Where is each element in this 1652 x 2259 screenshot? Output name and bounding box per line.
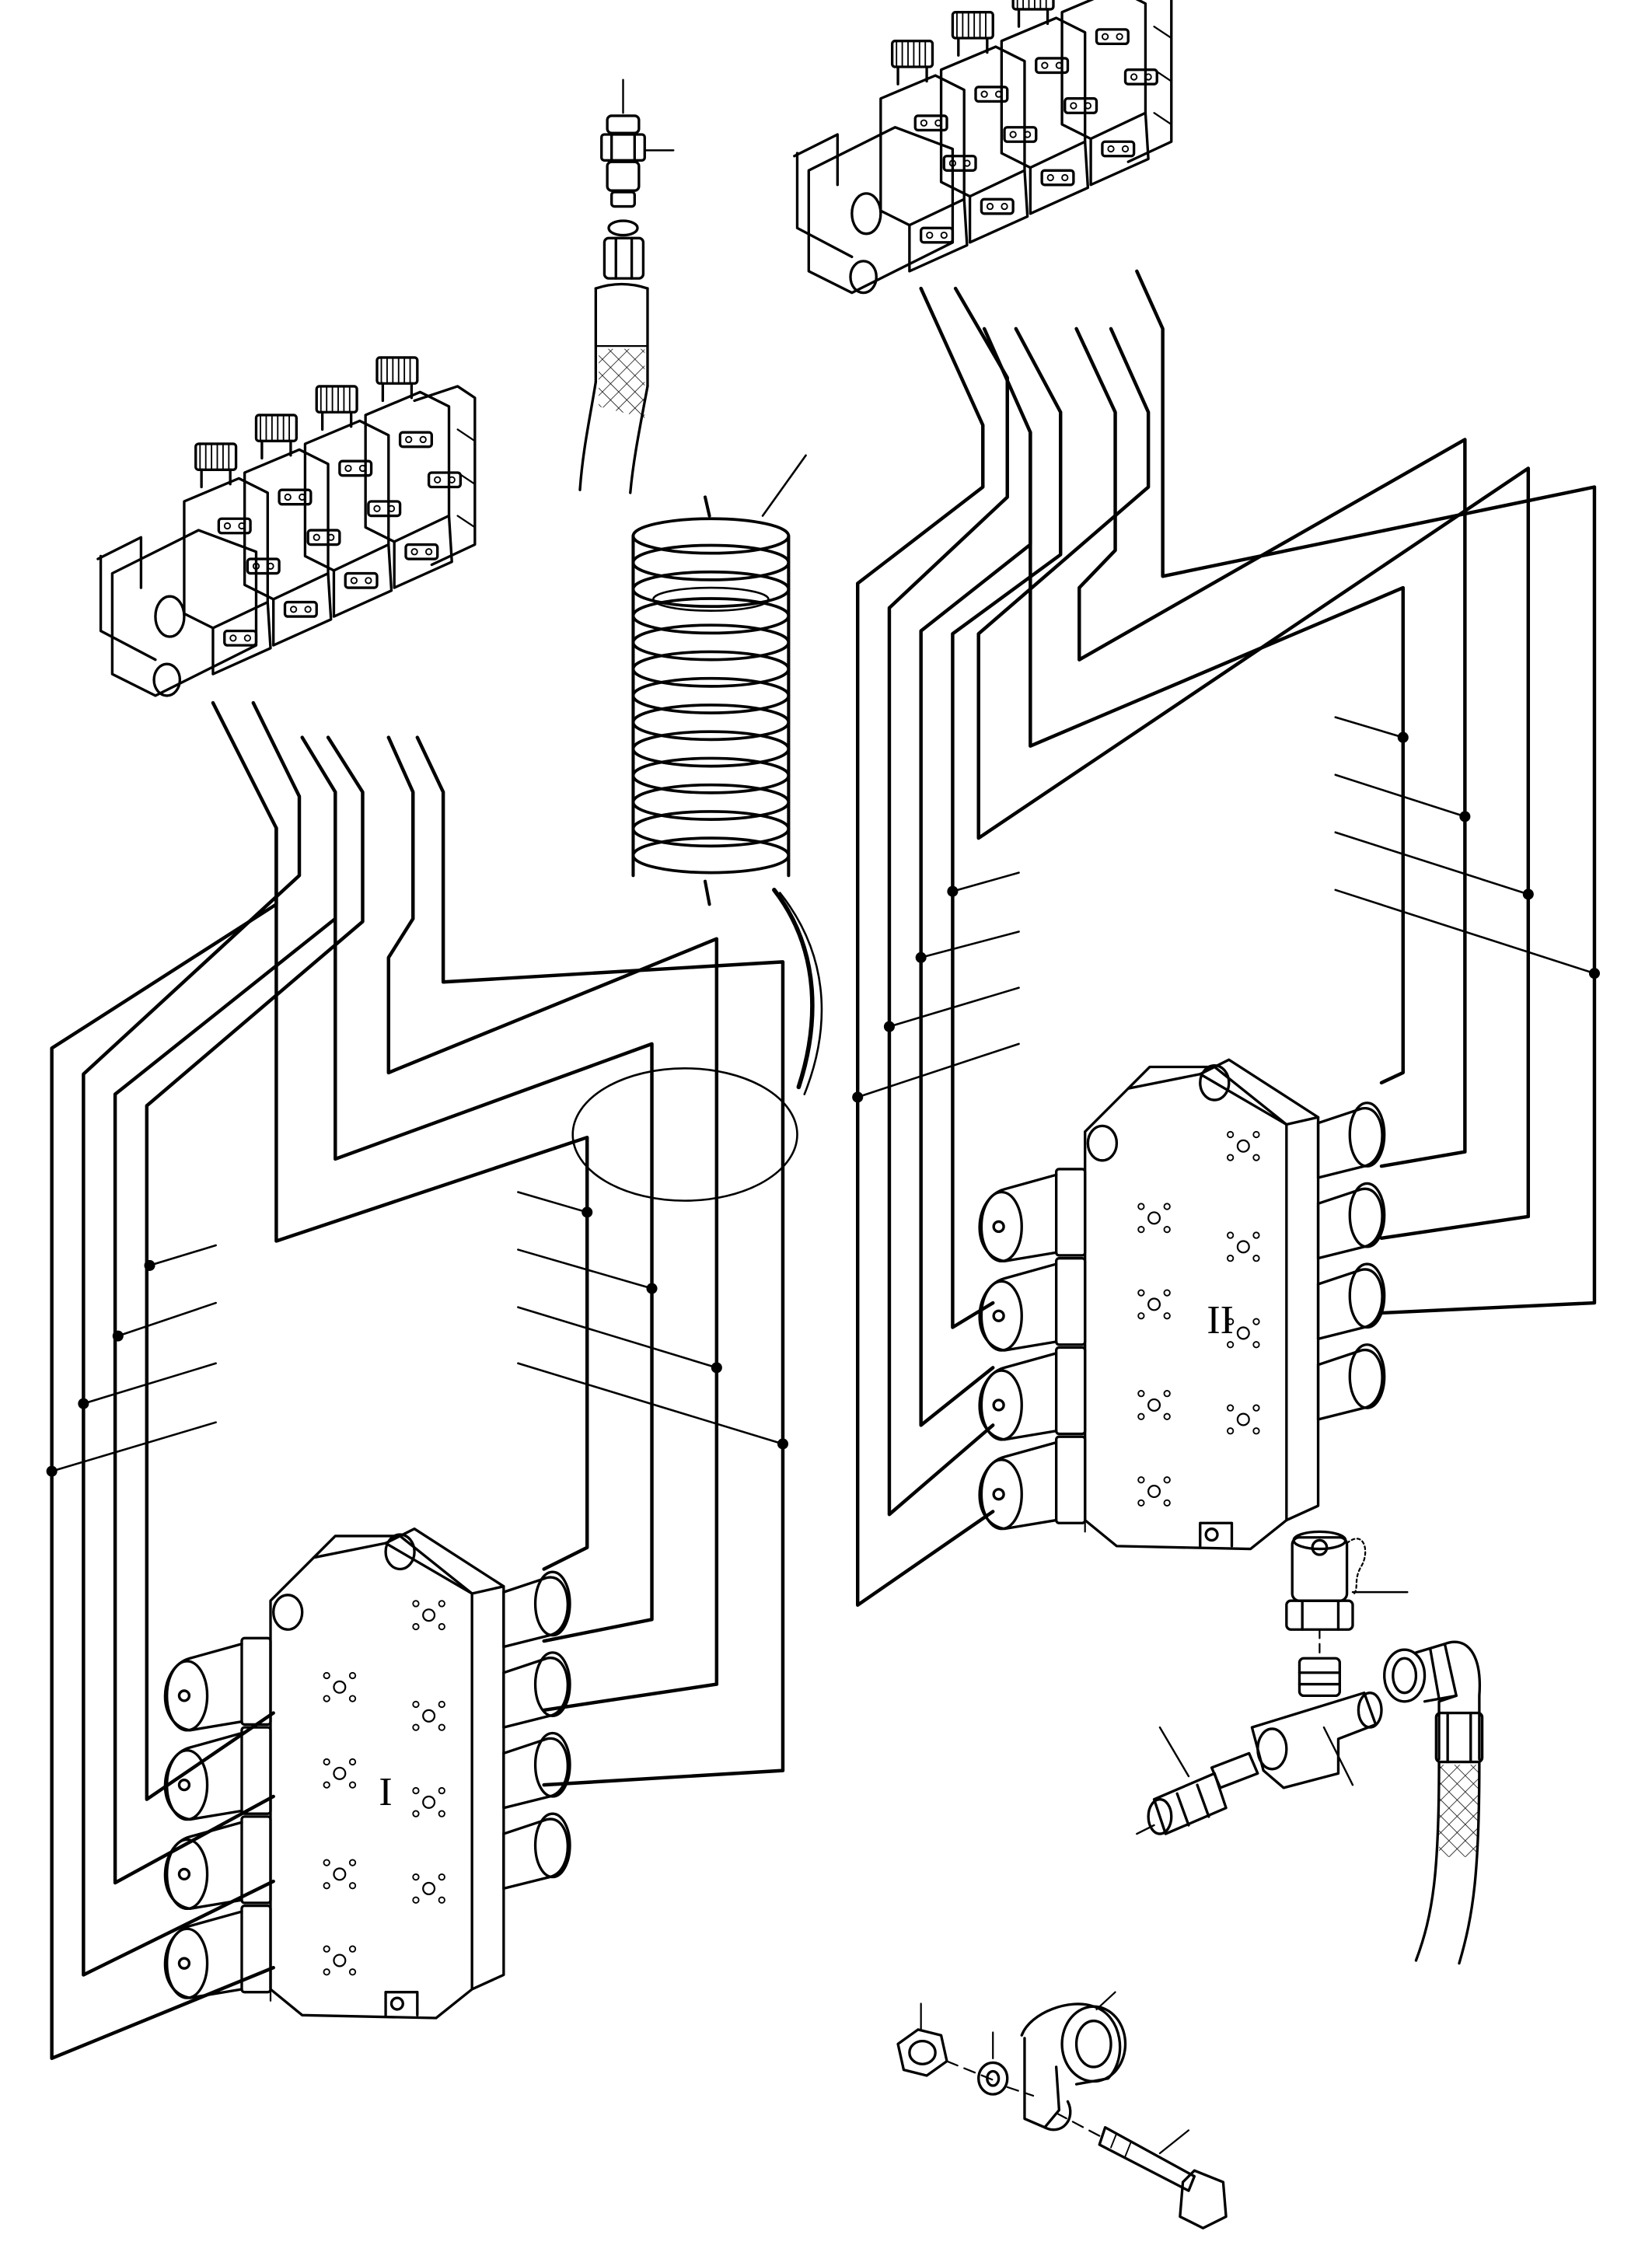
control-valve-2 xyxy=(978,1058,1386,1551)
right-hose-bundle xyxy=(856,269,1597,1607)
valve-2-marking: II xyxy=(1207,1298,1234,1342)
top-adapter-and-hose xyxy=(578,79,675,494)
right-leader-lines xyxy=(852,716,1600,1103)
bundle-callout-ellipse xyxy=(571,1067,798,1202)
control-valve-1 xyxy=(163,1527,571,2020)
clamp-hardware-set xyxy=(896,1991,1228,2229)
spiral-hose-wrap xyxy=(631,454,823,1095)
solenoid-valve-block-left xyxy=(96,356,477,697)
test-coupler-assembly xyxy=(1136,1530,1484,1965)
solenoid-valve-block-right xyxy=(793,0,1173,295)
valve-1-marking: I xyxy=(379,1770,392,1814)
left-hose-bundle xyxy=(50,700,785,2061)
left-leader-lines xyxy=(46,1191,789,1477)
